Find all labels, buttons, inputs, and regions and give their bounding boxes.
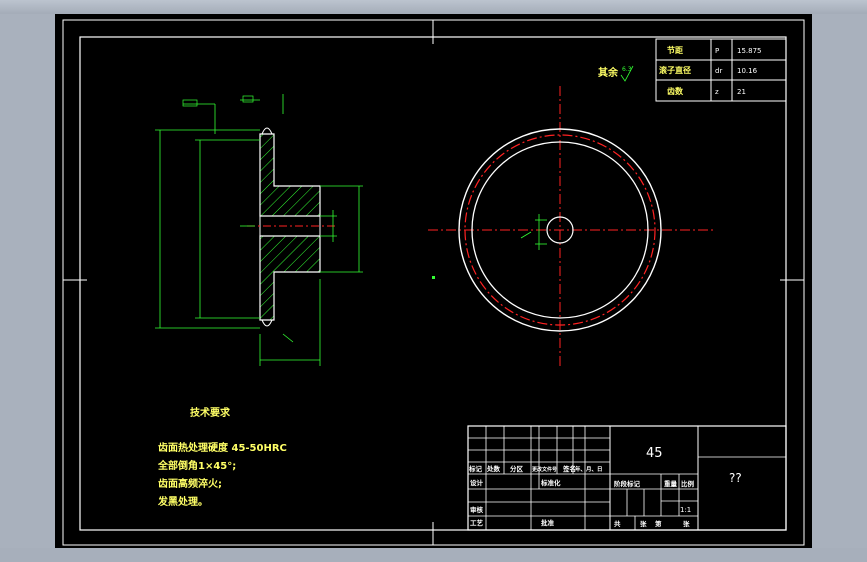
param-symbol-teeth: z [715, 88, 719, 96]
svg-text:比例: 比例 [681, 479, 695, 488]
svg-text:标记: 标记 [468, 464, 483, 473]
svg-text:共: 共 [614, 519, 621, 528]
svg-text:处数: 处数 [486, 464, 501, 473]
svg-text:重量: 重量 [664, 479, 678, 488]
tech-req-line-2: 全部倒角1×45°; [157, 459, 236, 472]
title-block: 45 ?? 1:1 标记 处数 分区 更改文件号 签名 年、月、日 设计 标准化… [467, 425, 787, 531]
svg-text:阶段标记: 阶段标记 [614, 479, 641, 488]
param-value-pitch: 15.875 [737, 47, 762, 55]
tech-req-line-3: 齿面高频淬火; [158, 477, 222, 490]
title-drawing-name: ?? [729, 471, 742, 485]
title-scale: 1:1 [680, 506, 691, 514]
window-titlebar [0, 0, 867, 14]
tech-requirements: 技术要求 齿面热处理硬度 45-50HRC 全部倒角1×45°; 齿面高频淬火;… [157, 406, 287, 508]
roughness-icon: 6.3 [620, 65, 634, 82]
svg-text:6.3: 6.3 [622, 66, 632, 73]
param-value-roller: 10.16 [737, 67, 758, 75]
tip-circle [458, 128, 662, 332]
svg-text:工艺: 工艺 [470, 518, 484, 527]
svg-text:张: 张 [640, 519, 647, 528]
drawing-canvas[interactable]: 其余 6.3 节距 P 15.875 滚子直径 dr 10.16 齿数 z 21… [55, 14, 812, 548]
param-value-teeth: 21 [737, 88, 746, 96]
svg-text:年、月、日: 年、月、日 [575, 465, 603, 473]
svg-text:批准: 批准 [541, 518, 555, 527]
inner-border [79, 36, 787, 531]
tech-req-title: 技术要求 [190, 406, 231, 419]
window-bottom-band [0, 548, 867, 562]
param-label-teeth: 齿数 [667, 86, 684, 96]
bore-circle [546, 216, 574, 244]
svg-text:张: 张 [683, 519, 690, 528]
svg-text:分区: 分区 [510, 464, 524, 473]
svg-text:第: 第 [655, 519, 662, 528]
title-material: 45 [646, 446, 663, 461]
param-table: 节距 P 15.875 滚子直径 dr 10.16 齿数 z 21 [655, 38, 787, 102]
sprocket-section-view [155, 94, 363, 366]
svg-text:标准化: 标准化 [540, 478, 561, 487]
param-symbol-roller: dr [715, 67, 722, 75]
root-circle [471, 141, 649, 319]
svg-text:审核: 审核 [470, 505, 484, 514]
param-symbol-pitch: P [715, 47, 719, 55]
pitch-circle [464, 134, 656, 326]
tech-req-line-1: 齿面热处理硬度 45-50HRC [158, 441, 287, 454]
tech-req-line-4: 发黑处理。 [157, 495, 208, 508]
sprocket-front-view [428, 86, 715, 369]
param-label-pitch: 节距 [667, 45, 683, 55]
svg-text:更改文件号: 更改文件号 [532, 466, 557, 473]
svg-text:签名: 签名 [562, 464, 576, 473]
svg-text:设计: 设计 [470, 478, 484, 487]
roughness-note: 其余 [598, 66, 619, 79]
param-label-roller: 滚子直径 [659, 65, 691, 75]
cad-drawing: 其余 6.3 节距 P 15.875 滚子直径 dr 10.16 齿数 z 21… [62, 19, 805, 546]
